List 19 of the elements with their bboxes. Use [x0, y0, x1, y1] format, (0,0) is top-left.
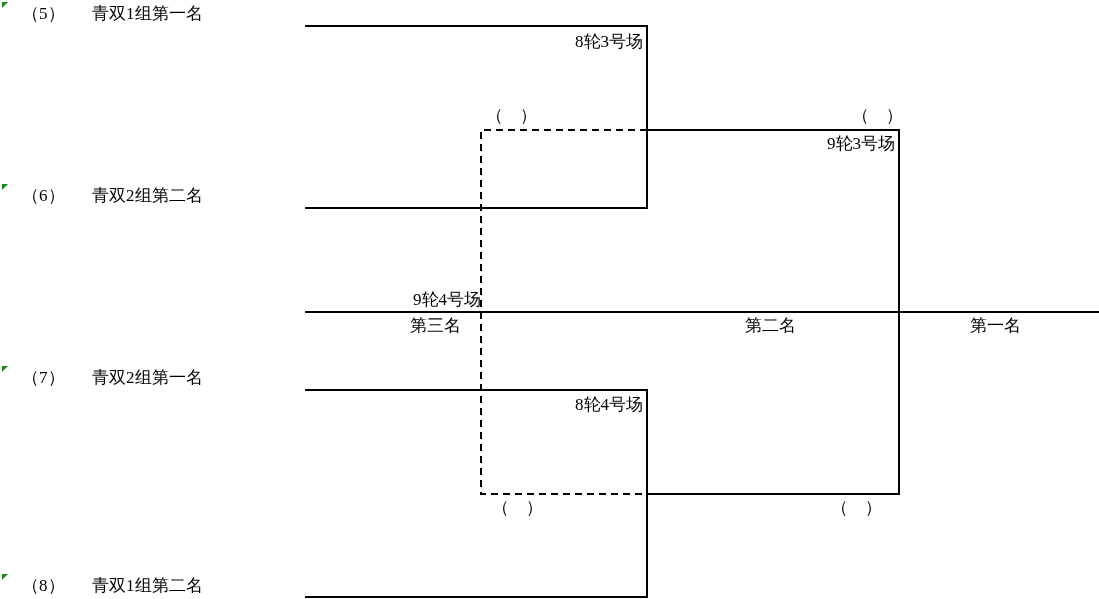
- seed-number: （8）: [22, 576, 65, 596]
- match-label: 8轮3号场: [575, 32, 643, 52]
- seed-number: （6）: [22, 186, 65, 206]
- place-label: 第三名: [410, 316, 461, 336]
- team-name: 青双2组第一名: [92, 368, 203, 388]
- score-blank: （ ）: [486, 106, 537, 126]
- match-label: 9轮4号场: [413, 290, 481, 310]
- seed-number: （5）: [22, 4, 65, 24]
- team-name: 青双1组第一名: [92, 4, 203, 24]
- team-name: 青双2组第二名: [92, 186, 203, 206]
- score-blank: （ ）: [852, 106, 903, 126]
- place-label: 第二名: [745, 316, 796, 336]
- team-name: 青双1组第二名: [92, 576, 203, 596]
- place-label: 第一名: [970, 316, 1021, 336]
- match-label: 9轮3号场: [827, 134, 895, 154]
- seed-number: （7）: [22, 368, 65, 388]
- score-blank: （ ）: [831, 498, 882, 518]
- score-blank: （ ）: [492, 498, 543, 518]
- match-label: 8轮4号场: [575, 395, 643, 415]
